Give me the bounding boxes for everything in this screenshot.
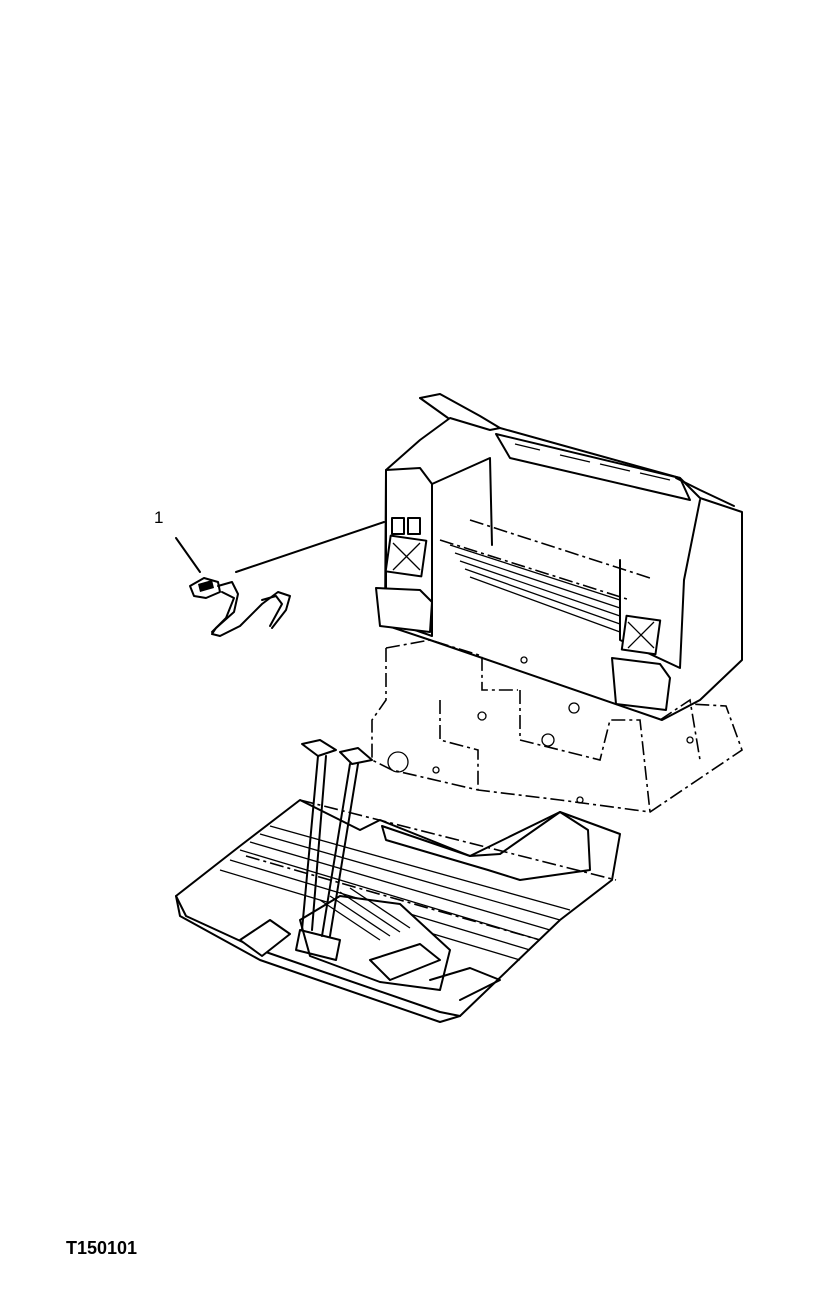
callout-number-1: 1: [154, 508, 164, 527]
rear-console-module: [375, 393, 743, 909]
floor-plate-outline: [371, 639, 743, 813]
control-levers: [295, 739, 373, 961]
figure-id-label: T150101: [66, 1238, 138, 1258]
floor-mat-tray: [175, 799, 621, 1023]
part-1-connector-harness: [175, 521, 385, 637]
